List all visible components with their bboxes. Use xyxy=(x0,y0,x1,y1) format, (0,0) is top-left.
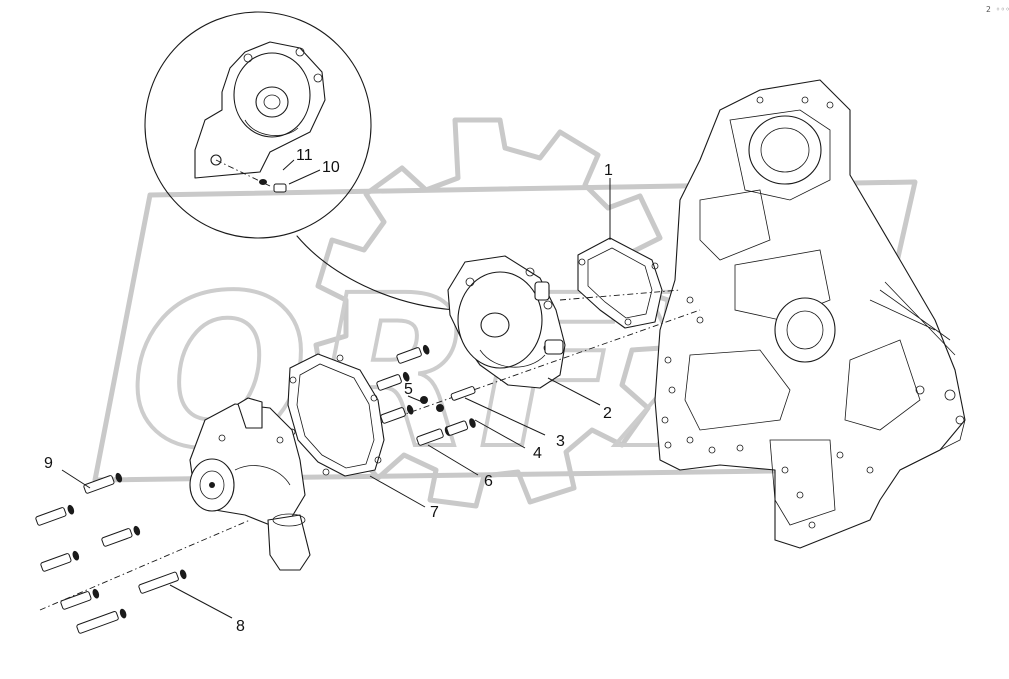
callout-6: 6 xyxy=(484,473,493,490)
fasteners-middle xyxy=(376,344,476,446)
callout-2: 2 xyxy=(603,405,612,422)
assembly-axis-line xyxy=(359,309,701,431)
part-1-gasket xyxy=(559,237,681,329)
callout-3: 3 xyxy=(556,433,565,450)
fasteners-left xyxy=(35,472,251,634)
callout-5: 5 xyxy=(404,381,413,398)
callout-7: 7 xyxy=(430,504,439,521)
callout-11: 11 xyxy=(296,147,313,164)
detail-circle xyxy=(144,11,456,311)
part-2-pump-housing xyxy=(447,255,566,389)
callout-4: 4 xyxy=(533,445,542,462)
callout-8: 8 xyxy=(236,618,245,635)
part-7-large-gasket xyxy=(287,353,385,477)
water-pump xyxy=(189,397,311,571)
corner-mark: 2 ◦◦◦ xyxy=(986,5,1009,14)
engine-block xyxy=(654,79,966,549)
block-holes xyxy=(661,96,965,529)
callout-1: 1 xyxy=(604,162,613,179)
callout-10: 10 xyxy=(322,159,340,176)
callout-9: 9 xyxy=(44,455,53,472)
leader-lines xyxy=(61,178,611,619)
callout-labels: 1 2 3 4 5 6 7 8 9 10 11 2 ◦◦◦ xyxy=(44,5,1009,635)
